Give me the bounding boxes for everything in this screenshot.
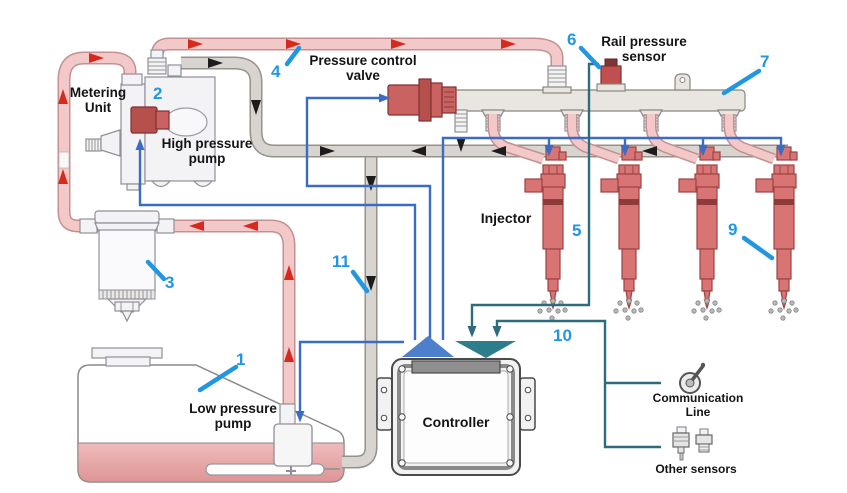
callout-2-high-pressure-pump: 2 xyxy=(153,84,163,103)
rail-bracket xyxy=(674,73,691,91)
valve-return-fitting xyxy=(454,109,468,133)
controller-output-arrow xyxy=(402,336,454,357)
rail-pressure-sensor xyxy=(596,58,626,92)
metering-unit-label: Metering Unit xyxy=(69,85,127,115)
low-pressure-pump-label: Low pressure pump xyxy=(189,401,277,431)
metering-unit-actuator xyxy=(130,106,170,134)
high-pressure-pump-label: High pressure pump xyxy=(161,136,253,166)
controller-label: Controller xyxy=(422,414,490,430)
callout-11-return-line: 11 xyxy=(332,252,350,271)
filter-to-pump-pipe xyxy=(57,51,137,233)
callout-leaders xyxy=(145,45,775,393)
fuel-filter xyxy=(79,210,175,323)
callout-10-sensor-bus: 10 xyxy=(553,326,572,345)
injector-3 xyxy=(678,146,722,321)
callout-3-fuel-filter: 3 xyxy=(165,273,175,292)
low-pressure-pump xyxy=(273,403,313,475)
communication-line-icon xyxy=(679,362,706,394)
callout-6-rail-pressure-sensor: 6 xyxy=(567,30,577,49)
communication-line-label: Communication Line xyxy=(652,391,744,419)
injector-label: Injector xyxy=(480,210,532,226)
other-sensors-icon xyxy=(672,426,713,461)
controller-actuator-wires xyxy=(135,93,786,423)
callout-1-tank: 1 xyxy=(236,350,246,369)
high-pressure-pump xyxy=(85,49,216,191)
callout-5-injector-line: 5 xyxy=(572,221,582,240)
callout-7-rail: 7 xyxy=(760,52,770,71)
injector-2 xyxy=(600,146,644,321)
rail-pressure-sensor-label: Rail pressure sensor xyxy=(601,34,687,64)
common-rail xyxy=(451,58,746,133)
controller-box xyxy=(376,358,536,476)
pump-side-fitting xyxy=(85,129,121,157)
injector-1 xyxy=(524,146,568,321)
low-pressure-supply-pipe xyxy=(172,219,296,412)
controller-sensor-wires xyxy=(455,62,661,449)
injector-4 xyxy=(755,146,799,321)
rail-inlet-fitting xyxy=(542,65,572,94)
pressure-control-valve-label: Pressure control valve xyxy=(309,53,417,83)
controller-input-arrow xyxy=(455,341,516,358)
other-sensors-label: Other sensors xyxy=(655,462,737,476)
callout-4-high-pressure-line: 4 xyxy=(271,62,281,81)
pressure-control-valve xyxy=(387,78,457,122)
callout-9-injector: 9 xyxy=(728,220,738,239)
